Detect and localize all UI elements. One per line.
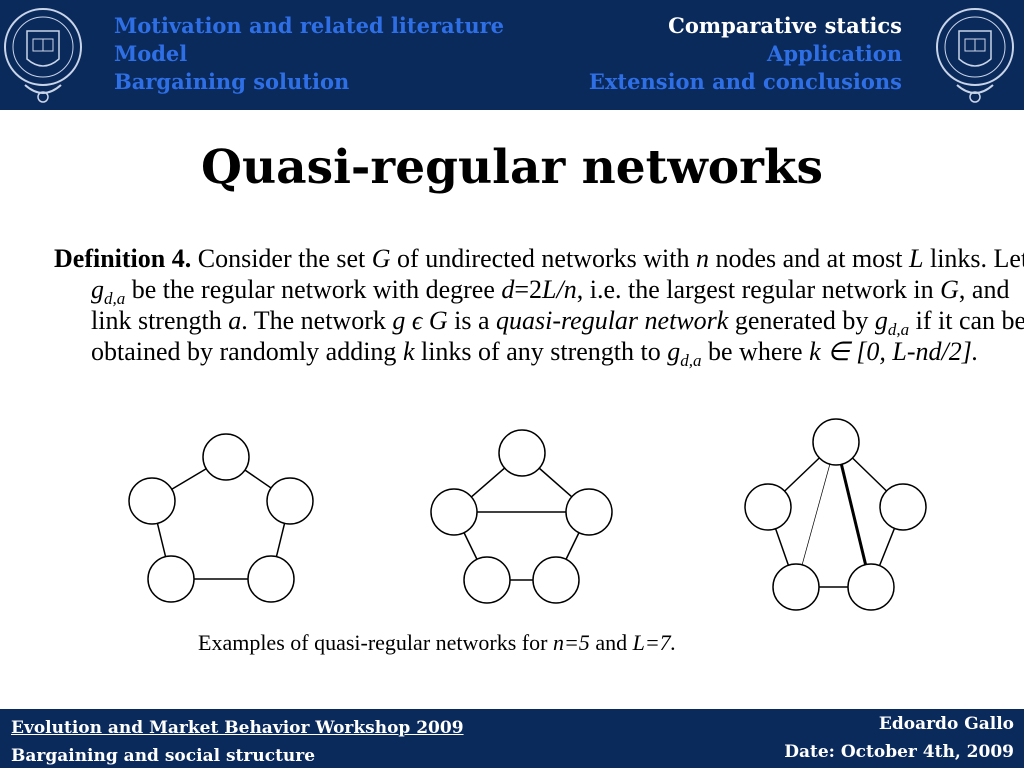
definition-math: d bbox=[501, 275, 515, 304]
figure-caption: Examples of quasi-regular networks for n… bbox=[198, 630, 676, 656]
definition-text-part: is a bbox=[447, 306, 497, 335]
caption-text: and bbox=[589, 630, 633, 655]
header-bar bbox=[0, 0, 1024, 110]
network-node bbox=[266, 477, 314, 525]
network-node bbox=[847, 563, 895, 611]
network-node bbox=[463, 556, 511, 604]
network-diagram-2 bbox=[430, 429, 613, 604]
definition-math: G bbox=[371, 244, 391, 273]
definition-term: quasi-regular network bbox=[496, 306, 729, 335]
definition-text-part: of undirected networks with bbox=[390, 244, 696, 273]
network-node bbox=[565, 488, 613, 536]
footer-left: Evolution and Market Behavior Workshop 2… bbox=[11, 714, 464, 770]
network-diagram-1 bbox=[128, 433, 314, 603]
presentation-date: Date: October 4th, 2009 bbox=[784, 742, 1014, 762]
definition-text-part: be the regular network with degree bbox=[125, 275, 502, 304]
presentation-subtitle: Bargaining and social structure bbox=[11, 746, 316, 766]
caption-text: Examples of quasi-regular networks for bbox=[198, 630, 553, 655]
nav-link-motivation[interactable]: Motivation and related literature bbox=[114, 13, 505, 38]
caption-math: L=7. bbox=[632, 630, 677, 655]
definition-math: G bbox=[940, 275, 959, 304]
definition-math: g ϵ G bbox=[392, 306, 448, 335]
definition-text-part: . The network bbox=[241, 306, 393, 335]
definition-text: Definition 4. Consider the set G of undi… bbox=[54, 243, 1024, 370]
definition-text-part: be where bbox=[701, 337, 810, 366]
definition-text-part: , i.e. the largest regular network in bbox=[576, 275, 941, 304]
definition-math: n bbox=[695, 244, 709, 273]
definition-text-part: generated by bbox=[728, 306, 875, 335]
nav-link-extension-conclusions[interactable]: Extension and conclusions bbox=[588, 69, 902, 94]
definition-text-part: links of any strength to bbox=[414, 337, 668, 366]
workshop-link[interactable]: Evolution and Market Behavior Workshop 2… bbox=[11, 718, 464, 738]
nav-link-application[interactable]: Application bbox=[767, 41, 902, 66]
network-node bbox=[247, 555, 295, 603]
nav-link-model[interactable]: Model bbox=[114, 41, 188, 66]
author-name: Edoardo Gallo bbox=[878, 714, 1014, 734]
oxford-crest-icon bbox=[4, 8, 82, 103]
definition-math: g bbox=[874, 306, 888, 335]
nav-link-bargaining-solution[interactable]: Bargaining solution bbox=[114, 69, 350, 94]
network-examples-figure bbox=[128, 418, 927, 611]
footer-right: Edoardo Gallo Date: October 4th, 2009 bbox=[784, 710, 1014, 766]
definition-text-part: nodes and at most bbox=[708, 244, 910, 273]
network-node bbox=[498, 429, 546, 477]
network-node bbox=[128, 477, 176, 525]
definition-label: Definition 4. bbox=[54, 244, 192, 273]
definition-math: g bbox=[667, 337, 681, 366]
definition-math: d,a bbox=[104, 289, 126, 308]
nav-sections-left: Motivation and related literature Model … bbox=[114, 12, 504, 96]
definition-text-part: =2 bbox=[514, 275, 543, 304]
network-node bbox=[202, 433, 250, 481]
definition-math: a bbox=[228, 306, 242, 335]
caption-math: n=5 bbox=[552, 630, 590, 655]
definition-text-part: if it can be obtained by randomly adding bbox=[91, 306, 1024, 366]
definition-math: k ∈ [0, L-nd/2]. bbox=[809, 337, 979, 366]
definition-text-part: Consider the set bbox=[191, 244, 372, 273]
definition-math: d,a bbox=[887, 320, 910, 339]
definition-math: L bbox=[909, 244, 924, 273]
network-diagram-3 bbox=[744, 418, 927, 611]
network-node bbox=[532, 556, 580, 604]
network-node bbox=[430, 488, 478, 536]
definition-text-part: , and link strength bbox=[91, 275, 1010, 335]
nav-sections-right: Comparative statics Application Extensio… bbox=[589, 12, 902, 96]
footer-bar bbox=[0, 709, 1024, 768]
oxford-crest-icon bbox=[936, 8, 1014, 103]
network-node bbox=[772, 563, 820, 611]
definition-text-part: links. Let bbox=[923, 244, 1024, 273]
network-node bbox=[744, 483, 792, 531]
network-node bbox=[812, 418, 860, 466]
slide-title: Quasi-regular networks bbox=[201, 140, 823, 195]
definition-math: L/n bbox=[542, 275, 577, 304]
network-node bbox=[879, 483, 927, 531]
nav-link-comparative-statics[interactable]: Comparative statics bbox=[668, 13, 902, 38]
network-node bbox=[147, 555, 195, 603]
definition-math: k bbox=[402, 337, 415, 366]
definition-math: g bbox=[91, 275, 104, 304]
definition-math: d,a bbox=[680, 351, 702, 370]
